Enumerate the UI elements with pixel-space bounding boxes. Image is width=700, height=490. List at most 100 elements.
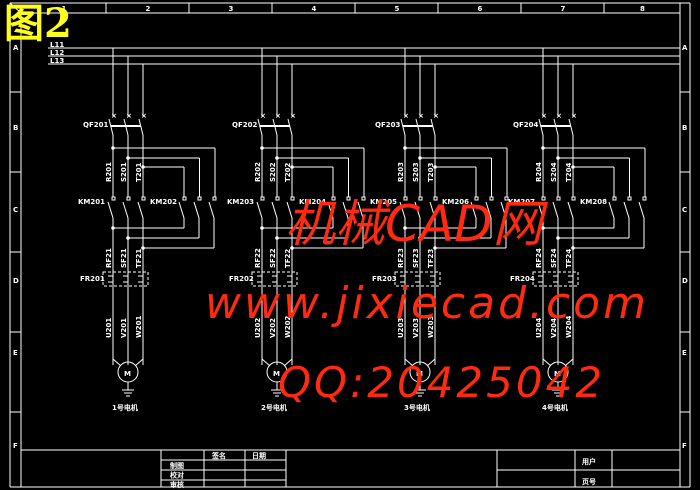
contact-terminal <box>126 196 131 201</box>
column-number: 7 <box>561 5 566 13</box>
wire-label: W203 <box>427 316 435 338</box>
wire-label: TF23 <box>427 249 435 268</box>
wire-label: U202 <box>254 318 262 338</box>
wire-label: U203 <box>397 318 405 338</box>
bus-label: L11 <box>50 41 64 49</box>
contact-terminal <box>418 196 423 201</box>
contact-terminal <box>571 196 576 201</box>
wire-label: U204 <box>535 318 543 338</box>
row-letter: E <box>13 349 18 357</box>
contact-terminal <box>111 196 116 201</box>
km-contact <box>122 201 129 219</box>
frame-corner <box>9 2 22 14</box>
motor-circuit-3: ×R203RF23U203×S203SF23V203×T203TF23W203Q… <box>370 48 509 412</box>
contact-terminal <box>627 196 632 201</box>
thermal-element <box>568 275 574 283</box>
motor-circuit-1: ×R201RF21U201×S201SF21V201×T201TF21W201Q… <box>78 48 217 412</box>
bus-label: L12 <box>50 49 64 57</box>
wire-label: W201 <box>135 316 143 338</box>
km-contact <box>107 201 114 219</box>
motor-name: 2号电机 <box>261 403 287 412</box>
contactor-label: KM207 <box>508 198 535 206</box>
thermal-relay-label: FR203 <box>372 275 397 283</box>
wire-label: SF21 <box>120 248 128 268</box>
km-contact <box>500 201 507 219</box>
column-number: 1 <box>62 5 67 13</box>
wire-label: S204 <box>550 162 558 182</box>
thermal-element <box>538 275 544 283</box>
thermal-element <box>553 275 559 283</box>
bus-label: L13 <box>50 57 64 65</box>
column-number: 3 <box>229 5 234 13</box>
breaker-label: QF201 <box>83 121 108 129</box>
wire-label: TF24 <box>565 249 573 268</box>
contact-terminal <box>433 196 438 201</box>
breaker-terminal: × <box>290 112 296 120</box>
motor-name: 4号电机 <box>542 403 568 412</box>
motor-circuit-2: ×R202RF22U202×S202SF22V202×T202TF22W202Q… <box>227 48 366 412</box>
role-label: 制图 <box>170 461 184 470</box>
wire-label: W204 <box>565 316 573 338</box>
contact-terminal <box>556 196 561 201</box>
breaker-terminal: × <box>433 112 439 120</box>
wire-label: V202 <box>269 318 277 338</box>
thermal-element <box>272 275 278 283</box>
row-letter: F <box>682 442 687 450</box>
wire-label: RF23 <box>397 248 405 268</box>
km-contact <box>470 201 477 219</box>
row-letter: C <box>682 206 687 214</box>
wire-label: T202 <box>284 162 292 182</box>
contactor-label: KM202 <box>150 198 177 206</box>
wire-label: R203 <box>397 162 405 182</box>
km-contact <box>623 201 630 219</box>
contact-terminal <box>275 196 280 201</box>
km-contact <box>286 201 293 219</box>
breaker-terminal: × <box>541 112 547 120</box>
km-contact <box>485 201 492 219</box>
watermark-url: www.jixiecad.com <box>205 278 649 329</box>
contact-terminal <box>403 196 408 201</box>
contactor-label: KM206 <box>442 198 469 206</box>
breaker-terminal: × <box>403 112 409 120</box>
contactor-label: KM203 <box>227 198 254 206</box>
motor-letter: M <box>554 370 561 378</box>
breaker-label: QF204 <box>513 121 538 129</box>
signature-header: 签名 <box>211 451 226 460</box>
page-label: 页号 <box>582 477 596 486</box>
thermal-relay-box <box>102 271 149 287</box>
breaker-terminal: × <box>260 112 266 120</box>
thermal-element <box>287 275 293 283</box>
wire-label: V203 <box>412 318 420 338</box>
km-contact <box>271 201 278 219</box>
km-contact <box>429 201 436 219</box>
breaker-label: QF203 <box>375 121 400 129</box>
breaker-terminal: × <box>275 112 281 120</box>
role-label: 校对 <box>170 471 184 480</box>
thermal-element <box>257 275 263 283</box>
wire-label: TF22 <box>284 249 292 268</box>
breaker-terminal: × <box>556 112 562 120</box>
column-number: 8 <box>640 5 645 13</box>
motor-name: 1号电机 <box>112 403 138 412</box>
breaker-terminal: × <box>571 112 577 120</box>
thermal-element <box>108 275 114 283</box>
row-letter: D <box>682 277 688 285</box>
thermal-element <box>430 275 436 283</box>
contact-terminal <box>346 196 351 201</box>
contact-terminal <box>504 196 509 201</box>
row-letter: A <box>13 44 19 52</box>
row-letter: B <box>682 124 687 132</box>
km-contact <box>399 201 406 219</box>
km-contact <box>137 201 144 219</box>
breaker-label: QF202 <box>232 121 257 129</box>
row-letter: F <box>13 442 18 450</box>
wire-label: V201 <box>120 318 128 338</box>
km-contact <box>193 201 200 219</box>
wire-label: R202 <box>254 162 262 182</box>
watermark-site-name: 机械CAD网 <box>285 195 543 253</box>
contact-terminal <box>489 196 494 201</box>
wire-label: RF22 <box>254 248 262 268</box>
column-number: 6 <box>478 5 483 13</box>
thermal-relay-label: FR201 <box>80 275 105 283</box>
